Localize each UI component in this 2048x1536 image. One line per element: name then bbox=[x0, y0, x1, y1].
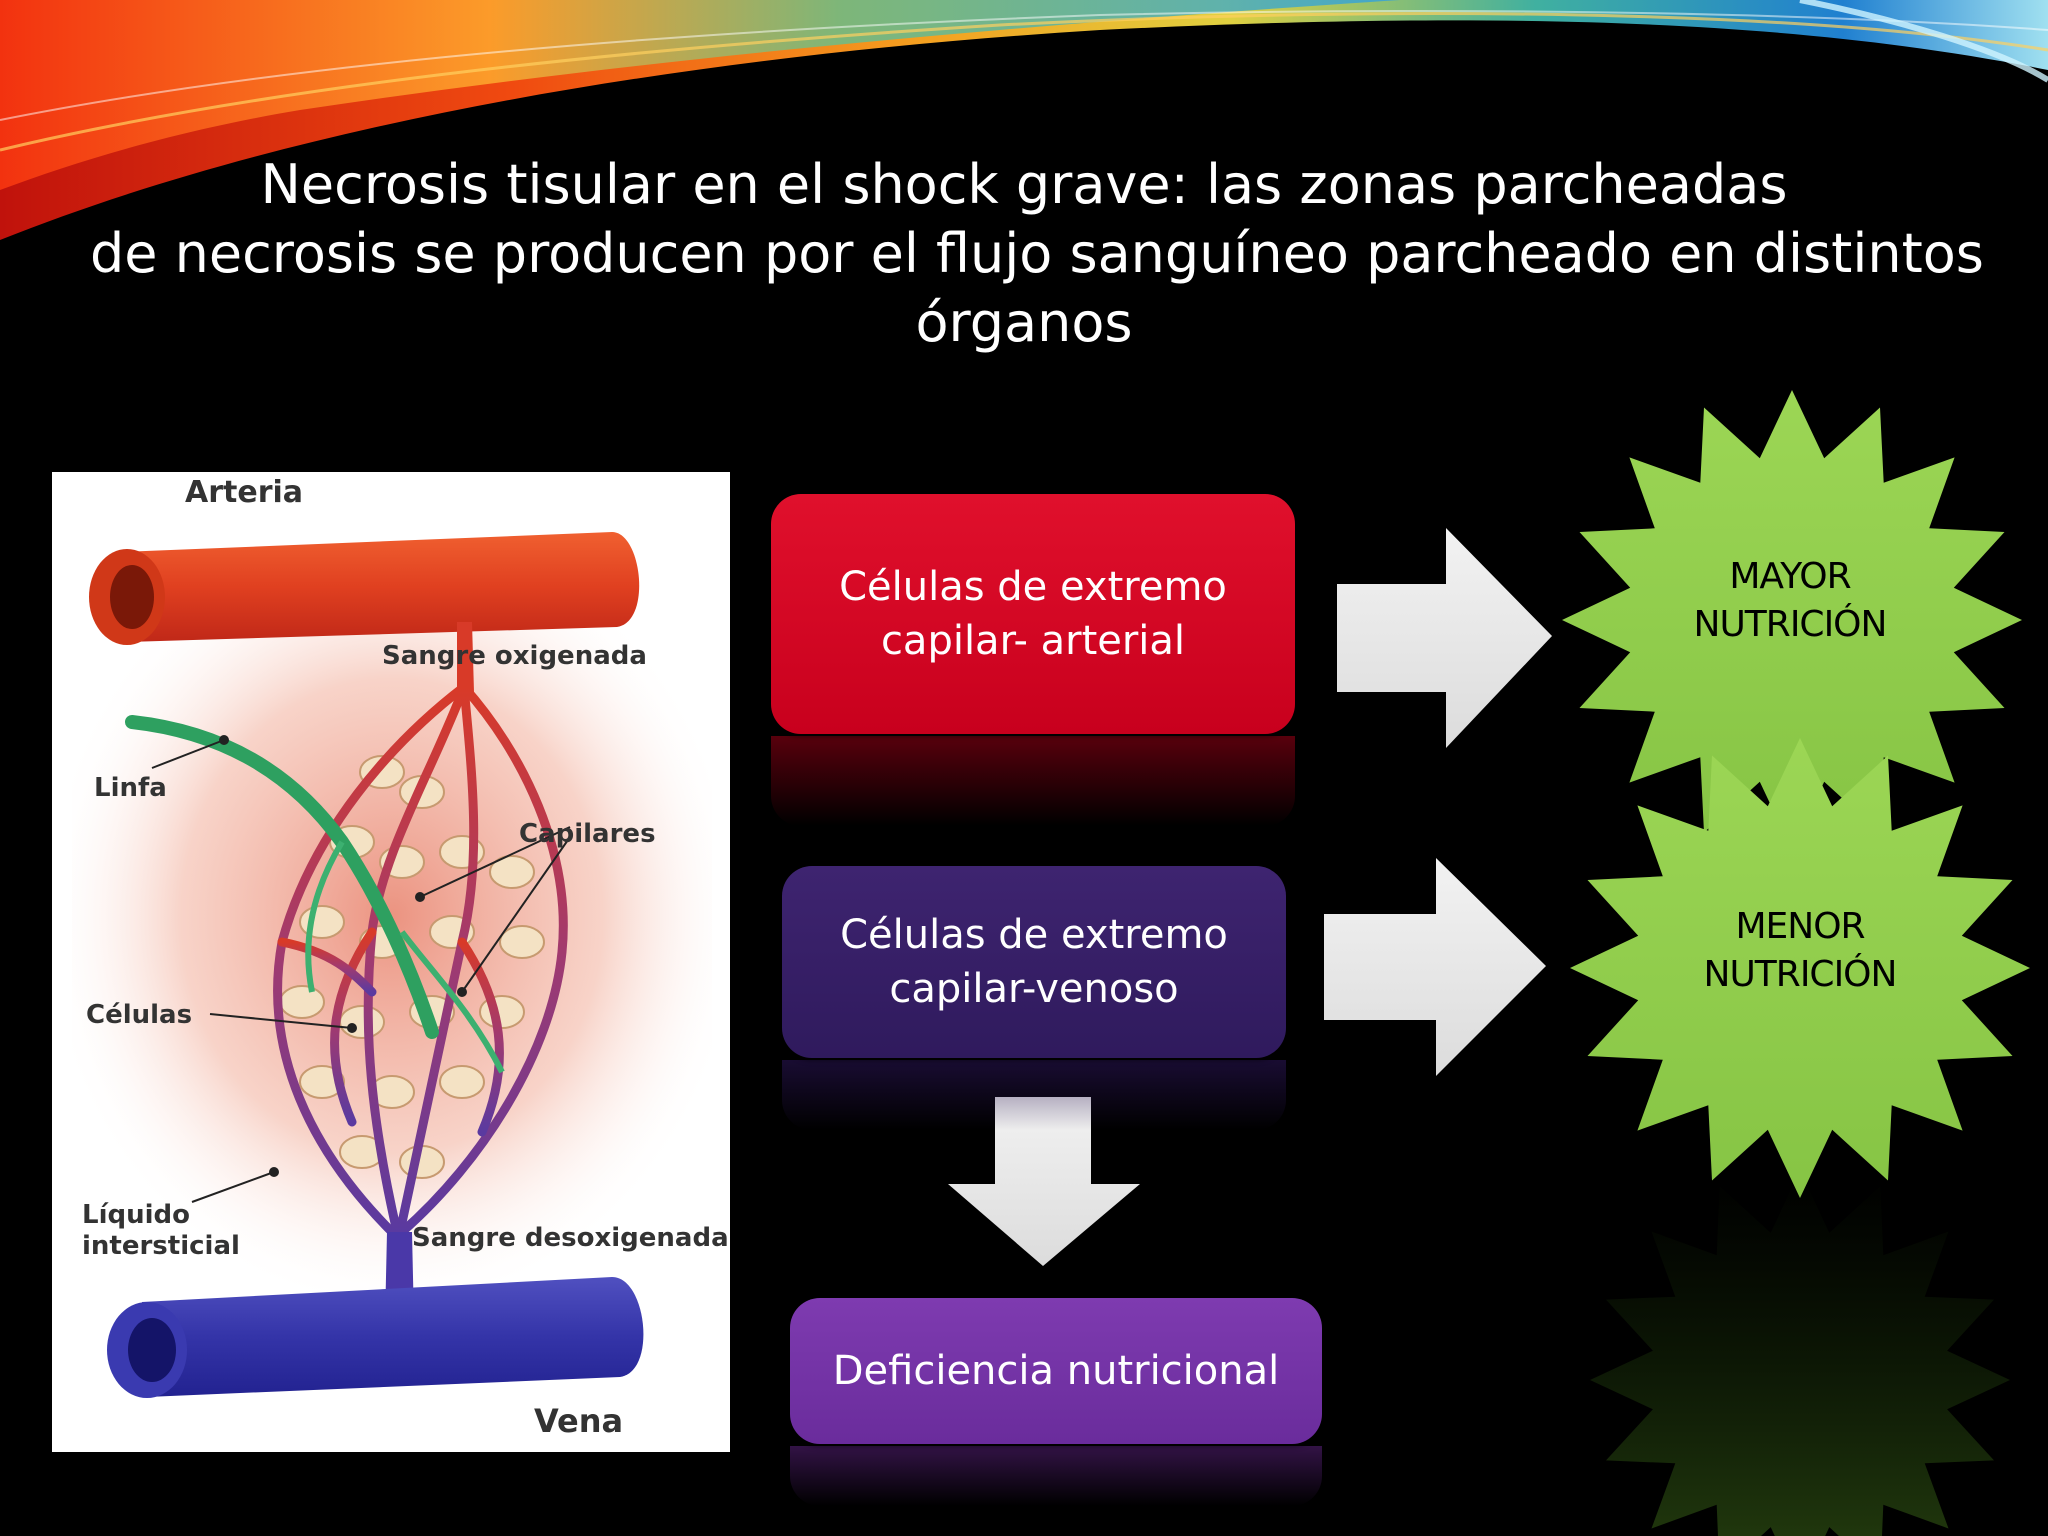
slide-title: Necrosis tisular en el shock grave: las … bbox=[90, 150, 1984, 357]
star-mayor-label: MAYOR NUTRICIÓN bbox=[1640, 553, 1940, 649]
star-mayor-line-1: MAYOR bbox=[1729, 556, 1851, 597]
box-arterial-line-1: Células de extremo bbox=[839, 564, 1227, 610]
box-venoso-reflection bbox=[782, 1060, 1286, 1130]
label-sangre-desoxigenada: Sangre desoxigenada bbox=[412, 1223, 729, 1253]
arrow-right-1 bbox=[1337, 528, 1552, 748]
arrow-right-2 bbox=[1324, 858, 1546, 1076]
label-vena: Vena bbox=[534, 1402, 623, 1440]
capillary-diagram-graphic: Arteria Sangre oxigenada Linfa Capilares… bbox=[72, 475, 729, 1440]
label-capilares: Capilares bbox=[519, 819, 656, 849]
label-celulas: Células bbox=[86, 1000, 192, 1030]
capillary-illustration: Arteria Sangre oxigenada Linfa Capilares… bbox=[52, 472, 730, 1452]
star-menor-label: MENOR NUTRICIÓN bbox=[1650, 903, 1950, 999]
title-line-2: de necrosis se producen por el flujo san… bbox=[90, 222, 1984, 285]
label-linfa: Linfa bbox=[94, 773, 167, 803]
label-intersticial: intersticial bbox=[82, 1231, 240, 1261]
label-liquido: Líquido bbox=[82, 1200, 190, 1230]
box-deficiencia-nutricional: Deficiencia nutricional bbox=[790, 1298, 1322, 1444]
star-menor-line-1: MENOR bbox=[1735, 906, 1865, 947]
box-celulas-capilar-arterial: Células de extremo capilar- arterial bbox=[771, 494, 1295, 734]
box-deficiencia-reflection bbox=[790, 1446, 1322, 1506]
title-line-1: Necrosis tisular en el shock grave: las … bbox=[260, 153, 1788, 216]
box-deficiencia-text: Deficiencia nutricional bbox=[832, 1348, 1280, 1394]
star-reflection bbox=[1590, 1170, 2010, 1536]
box-venoso-line-2: capilar-venoso bbox=[889, 966, 1179, 1012]
star-menor-line-2: NUTRICIÓN bbox=[1703, 954, 1898, 995]
box-celulas-capilar-venoso: Células de extremo capilar-venoso bbox=[782, 866, 1286, 1058]
title-line-3: órganos bbox=[915, 291, 1133, 354]
box-arterial-line-2: capilar- arterial bbox=[880, 618, 1186, 664]
decorative-swoosh bbox=[0, 0, 2048, 240]
label-sangre-oxigenada: Sangre oxigenada bbox=[382, 641, 647, 671]
box-arterial-reflection bbox=[771, 736, 1295, 826]
box-venoso-line-1: Células de extremo bbox=[840, 912, 1228, 958]
label-arteria: Arteria bbox=[185, 475, 303, 510]
star-mayor-line-2: NUTRICIÓN bbox=[1693, 604, 1888, 645]
